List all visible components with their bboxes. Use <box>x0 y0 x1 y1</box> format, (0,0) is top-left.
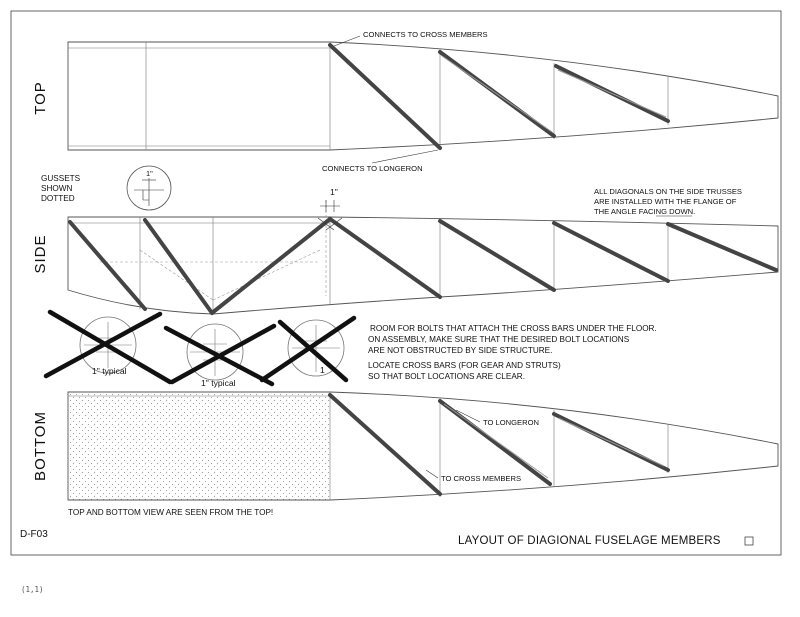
view-note: TOP AND BOTTOM VIEW ARE SEEN FROM THE TO… <box>68 508 273 517</box>
bottom-view-outline <box>67 391 779 501</box>
side-view-outline <box>67 216 779 315</box>
callout-connects-cross: CONNECTS TO CROSS MEMBERS <box>363 30 488 39</box>
callout-to-cross-members: TO CROSS MEMBERS <box>441 474 521 483</box>
locate-note-2: SO THAT BOLT LOCATIONS ARE CLEAR. <box>368 372 525 381</box>
side-diagonal-7 <box>666 222 778 272</box>
bottom-diagonal-2 <box>438 399 552 486</box>
typical-label-2: 1" typical <box>201 378 236 388</box>
title-checkbox[interactable] <box>744 536 754 546</box>
bolt-detail-2: 1" typical <box>163 323 277 388</box>
gusset-detail-circle <box>126 165 172 211</box>
side-diagonal-5 <box>438 219 556 292</box>
top-diagonal-1 <box>328 43 442 150</box>
gussets-label-2: SHOWN <box>41 184 72 193</box>
side-diagonal-2 <box>143 218 214 315</box>
side-note-3: THE ANGLE FACING DOWN. <box>594 207 695 216</box>
side-note-2: ARE INSTALLED WITH THE FLANGE OF <box>594 197 737 206</box>
bolt-detail-3: 1 <box>259 315 357 383</box>
side-view: SIDE GUSSETS SHOWN DOTTED 1" 1" ALL DIAG… <box>32 165 779 315</box>
gussets-label-3: DOTTED <box>41 194 75 203</box>
dimension-1in: 1" <box>330 187 338 197</box>
callout-to-longeron: TO LONGERON <box>483 418 539 427</box>
top-view: TOP CONNECTS TO CROSS MEMBERS CONNECTS T… <box>32 30 779 173</box>
side-diagonal-6 <box>552 221 670 283</box>
view-label-bottom: BOTTOM <box>32 411 49 481</box>
room-note-1: ROOM FOR BOLTS THAT ATTACH THE CROSS BAR… <box>370 324 657 333</box>
side-note-1: ALL DIAGONALS ON THE SIDE TRUSSES <box>594 187 742 196</box>
view-label-top: TOP <box>32 81 49 115</box>
side-diagonal-3 <box>210 217 332 315</box>
side-diagonal-1 <box>68 220 147 311</box>
drawing-title: LAYOUT OF DIAGIONAL FUSELAGE MEMBERS <box>458 535 721 547</box>
bottom-floor-dotted <box>68 392 330 500</box>
typical-label-1: 1" typical <box>92 366 127 376</box>
view-label-side: SIDE <box>32 234 49 273</box>
bottom-diagonal-1 <box>328 393 442 496</box>
drawing-code: D-F03 <box>20 529 48 540</box>
page-coordinates: (1,1) <box>21 585 44 594</box>
bolt-detail-1: 1" typical <box>43 309 173 385</box>
bottom-view: BOTTOM TO LONGERON TO CROSS MEMBERS TOP … <box>32 391 779 517</box>
gussets-label-1: GUSSETS <box>41 174 81 183</box>
title-block: D-F03 LAYOUT OF DIAGIONAL FUSELAGE MEMBE… <box>20 529 754 547</box>
top-view-outline <box>67 41 779 151</box>
gusset-dim-label: 1" <box>146 169 153 178</box>
typical-label-3: 1 <box>320 365 325 375</box>
room-note-2: ON ASSEMBLY, MAKE SURE THAT THE DESIRED … <box>368 335 630 344</box>
bolt-details: 1" typical 1" typical 1 ROOM FOR BOLTS T… <box>43 309 657 388</box>
sheet-border <box>10 10 782 556</box>
callout-connects-longeron: CONNECTS TO LONGERON <box>322 164 423 173</box>
locate-note-1: LOCATE CROSS BARS (FOR GEAR AND STRUTS) <box>368 361 561 370</box>
room-note-3: ARE NOT OBSTRUCTED BY SIDE STRUCTURE. <box>368 346 552 355</box>
side-diagonal-4 <box>328 217 442 299</box>
